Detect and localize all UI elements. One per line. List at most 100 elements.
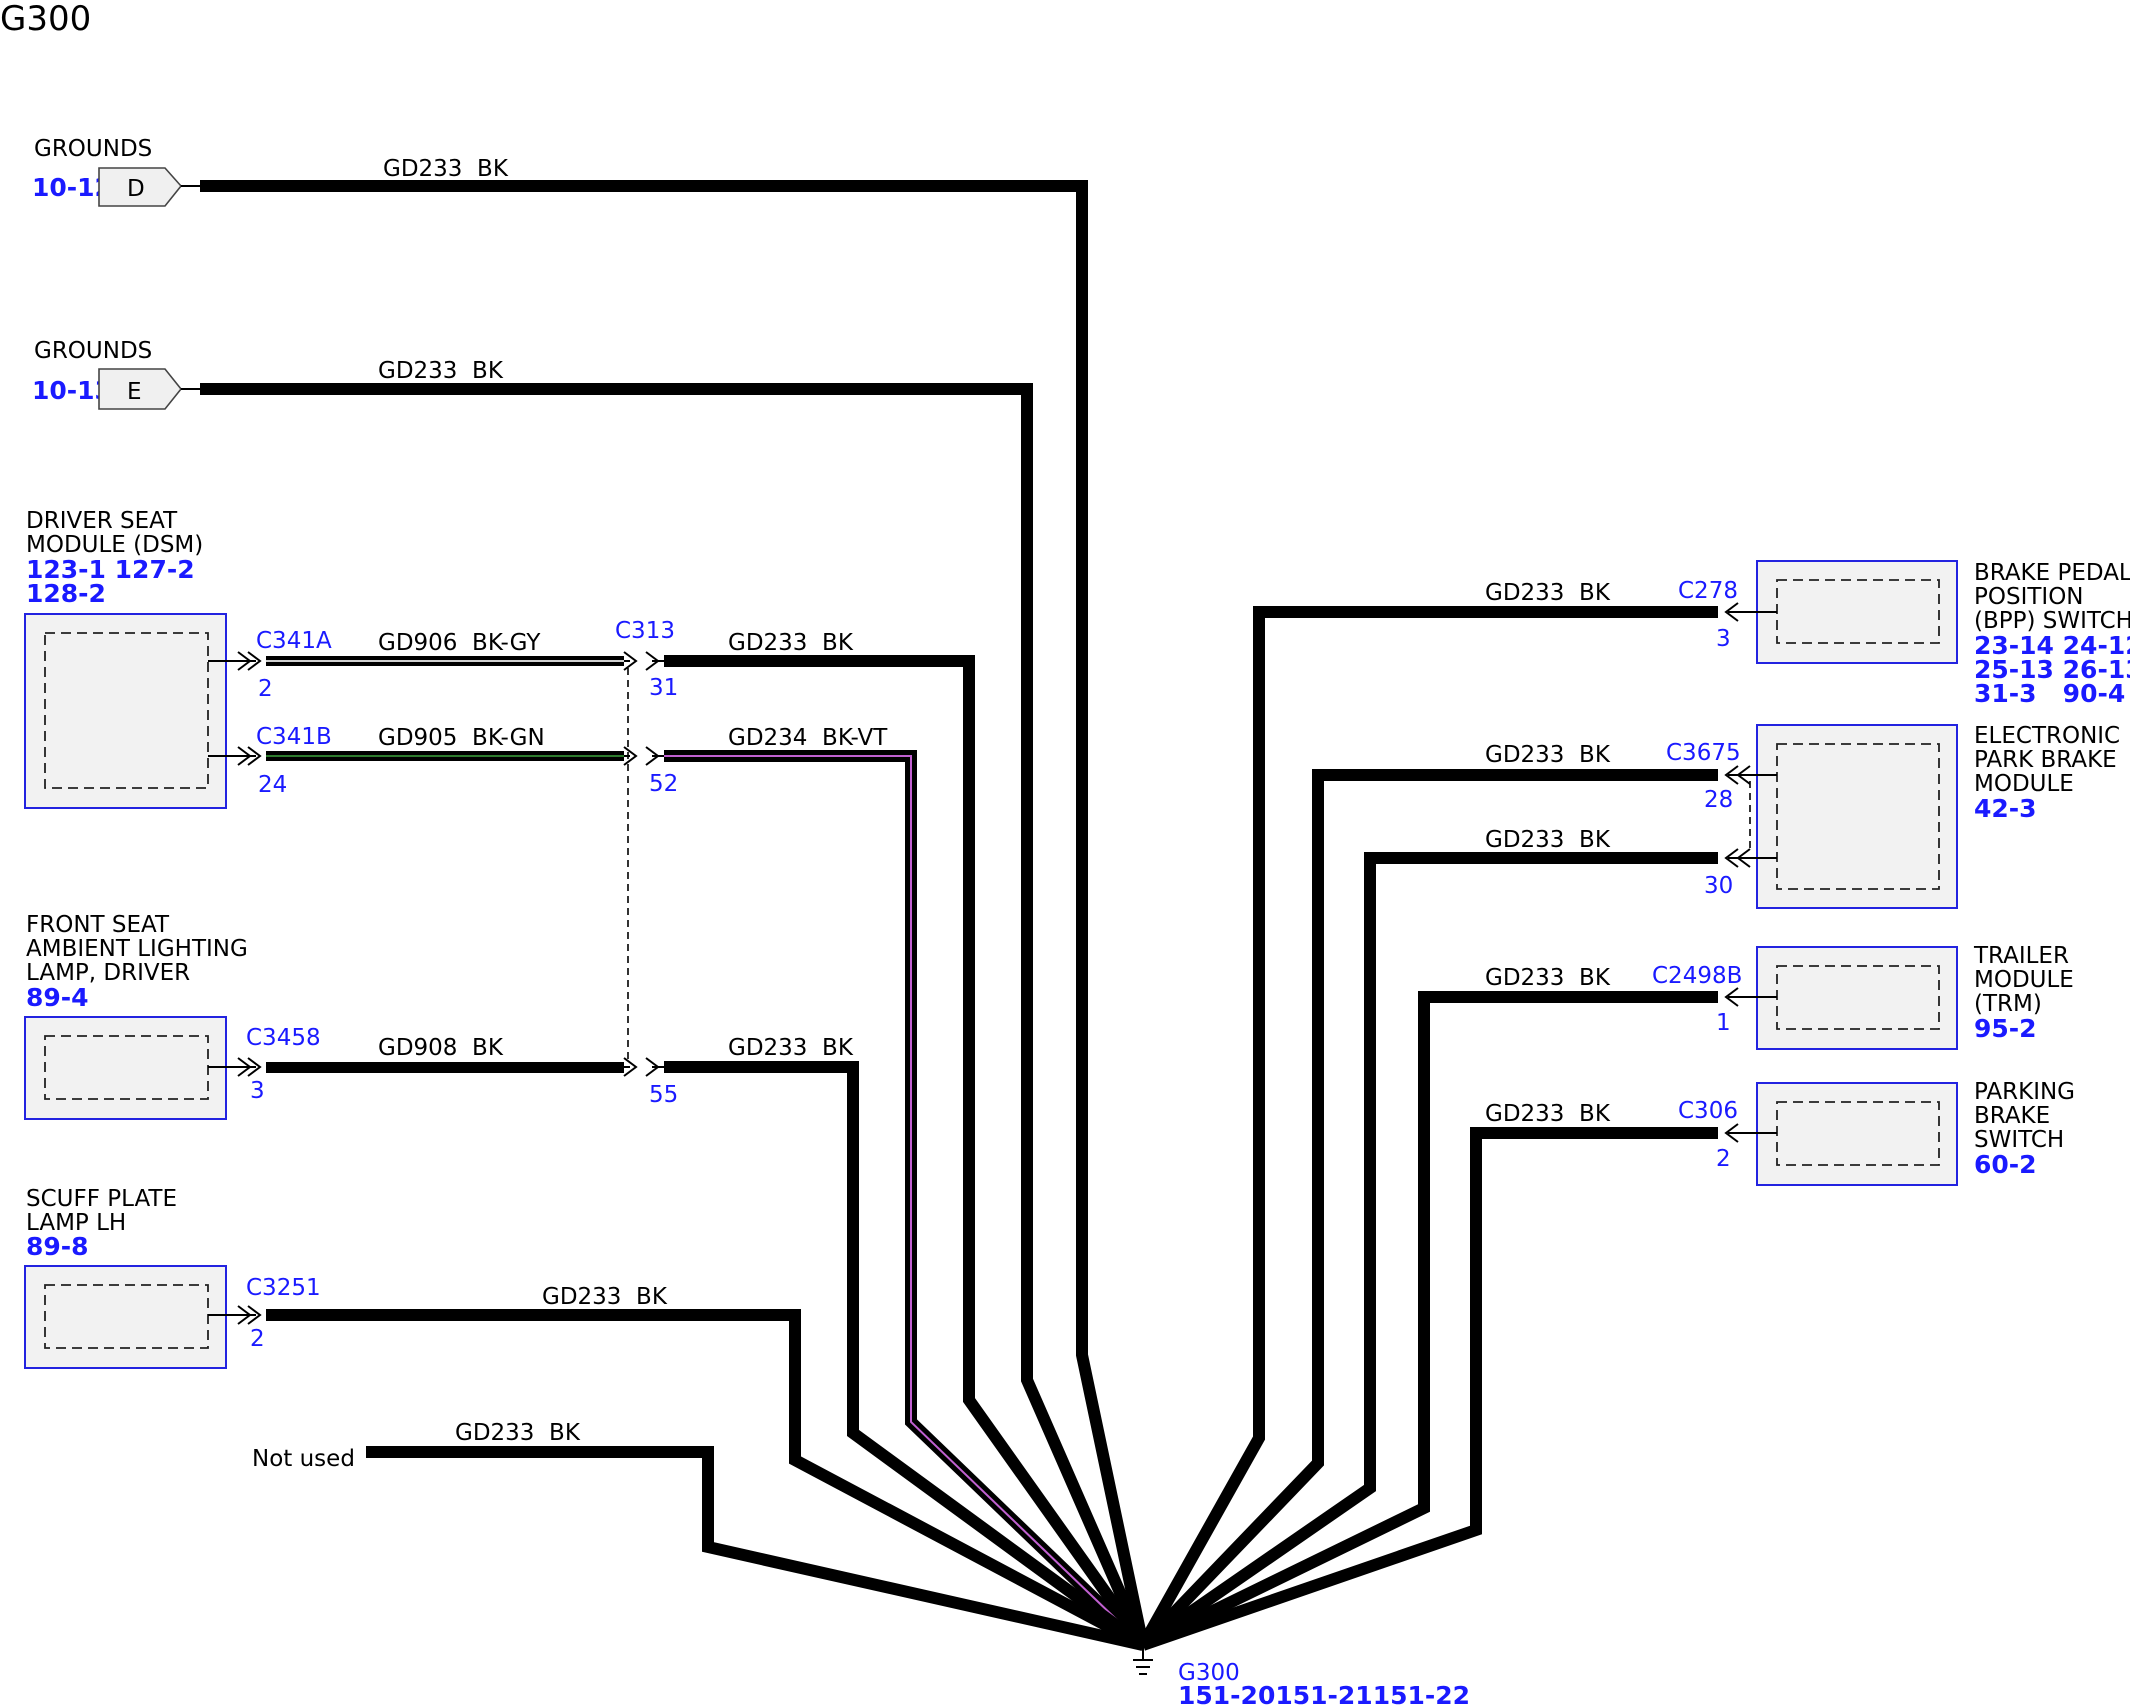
- module-driver-seat: DRIVER SEAT MODULE (DSM) 123-1 127-2 128…: [24, 508, 624, 809]
- epb-name-2: PARK BRAKE: [1974, 747, 2117, 773]
- grounds-e-title: GROUNDS: [34, 338, 152, 364]
- bpp-ref-3[interactable]: 31-3 90-4: [1974, 679, 2125, 708]
- grounds-d-letter: D: [127, 176, 145, 202]
- bpp-name-2: POSITION: [1974, 584, 2084, 610]
- wire-c3675-28: [1138, 769, 1718, 1650]
- dsm-c341b-arrow-icon: [237, 746, 262, 766]
- epb-inner: [1776, 743, 1940, 890]
- wire-c313-52-label: GD234 BK-VT: [728, 725, 888, 751]
- fsal-name-3: LAMP, DRIVER: [26, 960, 190, 986]
- dsm-c341b-pin: 24: [258, 772, 287, 798]
- module-parking-brake-switch: C306 2 GD233 BK PARKING BRAKE SWITCH 60-…: [1485, 1079, 2075, 1186]
- trm-connector: C2498B: [1652, 963, 1742, 989]
- scuff-inner: [44, 1284, 209, 1349]
- ground-label: G300: [1178, 1660, 1240, 1686]
- wire-not-used: [366, 1446, 1145, 1651]
- wire-c313-55: [664, 1061, 1147, 1650]
- pbs-box: [1756, 1082, 1958, 1186]
- fsal-connector: C3458: [246, 1025, 321, 1051]
- scuff-ref-1[interactable]: 89-8: [26, 1232, 89, 1261]
- grounds-d: GROUNDS 10-12 D GD233 BK: [32, 136, 509, 207]
- dsm-ref-2[interactable]: 128-2: [26, 579, 106, 608]
- wire-c278: [1137, 606, 1718, 1648]
- wire-grounds-d: [200, 180, 1149, 1647]
- wire-c3251: [266, 1309, 1146, 1651]
- epb-connector: C3675: [1666, 740, 1741, 766]
- grounds-d-flag: [98, 167, 183, 207]
- wire-c3251-label: GD233 BK: [542, 1284, 668, 1310]
- grounds-e-wire: GD233 BK: [378, 358, 504, 384]
- bpp-box: [1756, 560, 1958, 664]
- c313-label: C313: [615, 618, 675, 644]
- epb-ref-1[interactable]: 42-3: [1974, 794, 2037, 823]
- wire-c3675-30-label: GD233 BK: [1485, 827, 1611, 853]
- wire-c341a-label: GD906 BK-GY: [378, 630, 541, 656]
- trm-ref-1[interactable]: 95-2: [1974, 1014, 2037, 1043]
- wire-c306-label: GD233 BK: [1485, 1101, 1611, 1127]
- dsm-inner: [44, 632, 209, 789]
- page-title: G300: [0, 0, 91, 39]
- wire-c306: [1141, 1127, 1718, 1651]
- ground-wires: [200, 180, 1718, 1651]
- pbs-connector: C306: [1678, 1098, 1738, 1124]
- epb-name-3: MODULE: [1974, 771, 2074, 797]
- fsal-arrow-icon: [237, 1057, 262, 1077]
- wire-c3675-28-label: GD233 BK: [1485, 742, 1611, 768]
- epb-30-arrow-icon: [1724, 848, 1751, 868]
- dsm-c341b-connector: C341B: [256, 724, 332, 750]
- dsm-ref-1[interactable]: 123-1 127-2: [26, 555, 195, 584]
- epb-pin-30: 30: [1704, 873, 1733, 899]
- bpp-ref-1[interactable]: 23-14 24-12: [1974, 631, 2130, 660]
- wire-c278-label: GD233 BK: [1485, 580, 1611, 606]
- module-trailer: C2498B 1 GD233 BK TRAILER MODULE (TRM) 9…: [1485, 943, 2074, 1050]
- c313-55-arrow-icon: [623, 1057, 638, 1077]
- epb-name-1: ELECTRONIC: [1974, 723, 2120, 749]
- scuff-pin: 2: [250, 1326, 265, 1352]
- dsm-box: [24, 613, 227, 809]
- bpp-name-3: (BPP) SWITCH: [1974, 608, 2130, 634]
- fsal-pin: 3: [250, 1078, 265, 1104]
- wire-c313-55-label: GD233 BK: [728, 1035, 854, 1061]
- wire-c2498b: [1140, 991, 1718, 1651]
- wire-c313-31-label: GD233 BK: [728, 630, 854, 656]
- fsal-ref-1[interactable]: 89-4: [26, 983, 89, 1012]
- bpp-pin: 3: [1716, 626, 1731, 652]
- c313-pin-55: 55: [649, 1082, 678, 1108]
- epb-28-arrow-icon: [1724, 765, 1751, 785]
- c313-52-arrow2-icon: [645, 746, 664, 766]
- dsm-c341a-arrow-icon: [237, 651, 262, 671]
- epb-box: [1756, 724, 1958, 909]
- trm-arrow-icon: [1724, 987, 1739, 1007]
- not-used-label: Not used: [252, 1446, 355, 1472]
- module-front-seat-lamp: FRONT SEAT AMBIENT LIGHTING LAMP, DRIVER…: [24, 912, 624, 1120]
- c313-pin-31: 31: [649, 675, 678, 701]
- bpp-arrow-icon: [1724, 602, 1739, 622]
- dsm-name-2: MODULE (DSM): [26, 532, 203, 558]
- module-bpp-switch: C278 3 GD233 BK BRAKE PEDAL POSITION (BP…: [1485, 560, 2130, 708]
- c313-31-arrow2-icon: [645, 651, 664, 671]
- wire-c313-31: [664, 655, 1148, 1649]
- fsal-name-1: FRONT SEAT: [26, 912, 170, 938]
- not-used: Not used GD233 BK: [252, 1420, 581, 1472]
- wire-c3458-label: GD908 BK: [378, 1035, 504, 1061]
- trm-name-2: MODULE: [1974, 967, 2074, 993]
- bpp-connector: C278: [1678, 578, 1738, 604]
- c313-52-arrow-icon: [623, 746, 638, 766]
- wire-c3458: [266, 1062, 624, 1073]
- ground-refs: 151-20151-21151-22: [1178, 1681, 1470, 1705]
- grounds-e-letter: E: [127, 379, 142, 405]
- grounds-d-wire: GD233 BK: [383, 156, 509, 182]
- wire-c2498b-label: GD233 BK: [1485, 965, 1611, 991]
- dsm-c341a-pin: 2: [258, 676, 273, 702]
- pbs-ref-1[interactable]: 60-2: [1974, 1150, 2037, 1179]
- bpp-ref-2[interactable]: 25-13 26-13: [1974, 655, 2130, 684]
- c313-31-arrow-icon: [623, 651, 638, 671]
- grounds-d-title: GROUNDS: [34, 136, 152, 162]
- bpp-name-1: BRAKE PEDAL: [1974, 560, 2130, 586]
- dsm-c341a-connector: C341A: [256, 628, 332, 654]
- fsal-name-2: AMBIENT LIGHTING: [26, 936, 248, 962]
- epb-pin-28: 28: [1704, 787, 1733, 813]
- c313-pin-52: 52: [649, 771, 678, 797]
- scuff-arrow-icon: [237, 1305, 262, 1325]
- scuff-box: [24, 1265, 227, 1369]
